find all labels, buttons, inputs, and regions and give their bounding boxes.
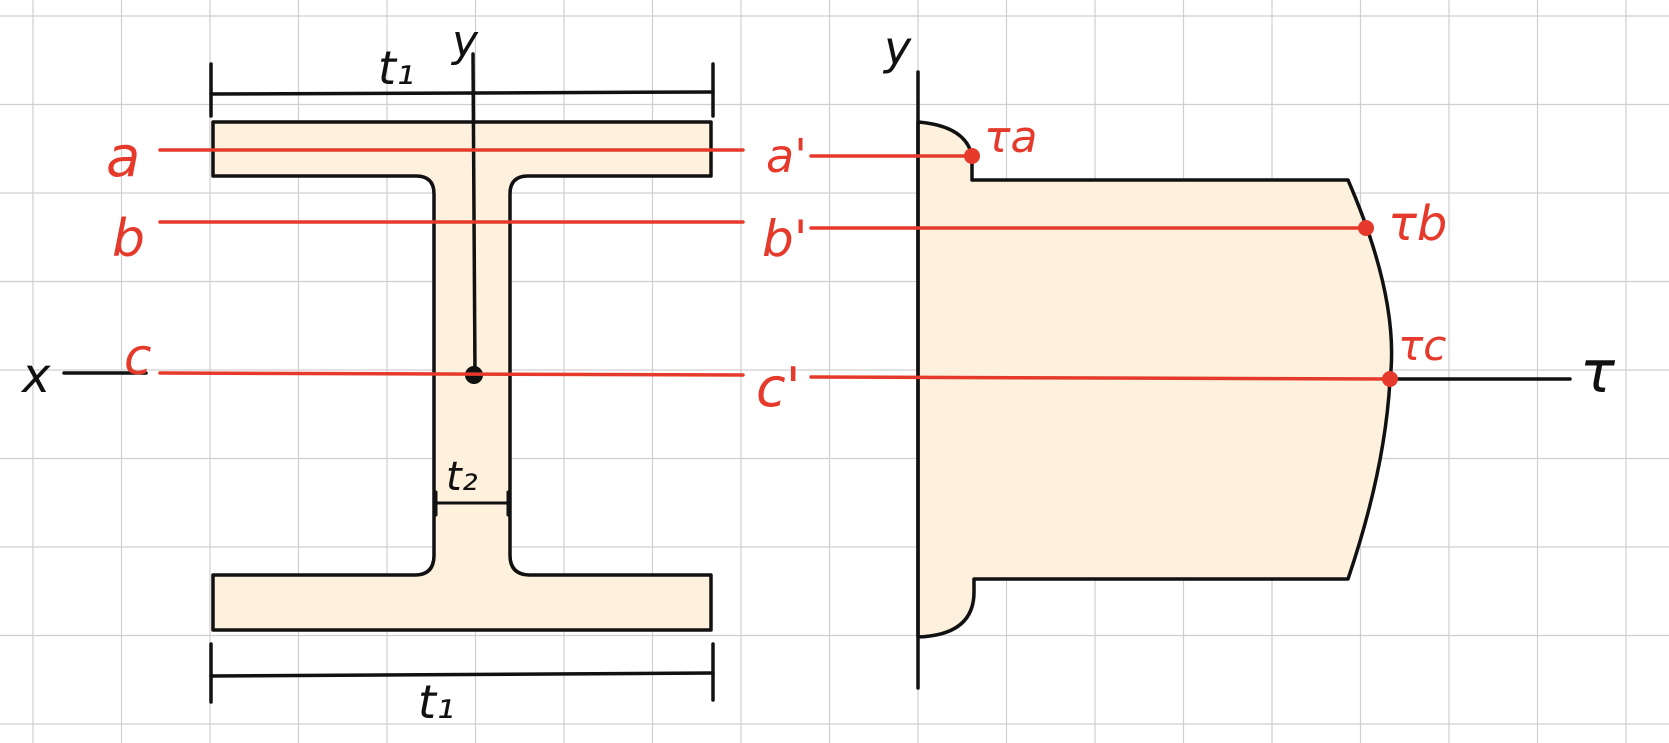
label-t2: t₂ (446, 454, 478, 500)
stress-point-c (1382, 371, 1398, 387)
label-cut-a-prime: a' (766, 129, 807, 183)
i-beam-outline (211, 120, 713, 632)
top-dimension-line (209, 90, 715, 96)
label-tau-axis: τ (1580, 338, 1616, 406)
label-section-x: x (20, 348, 51, 404)
label-tau-b: τb (1388, 196, 1447, 252)
section-y-axis (471, 52, 477, 377)
label-section-y: y (450, 16, 479, 67)
cut-line-c (158, 371, 745, 377)
label-cut-a: a (106, 125, 140, 190)
label-tau-a: τa (984, 112, 1037, 163)
bottom-dimension-line (209, 671, 715, 678)
label-t1-top: t₁ (378, 41, 414, 95)
label-stress-y: y (882, 21, 912, 75)
stress-distribution: y τ τa τb τc (809, 21, 1616, 690)
label-tau-c: τc (1398, 321, 1446, 370)
label-cut-c: c (124, 328, 152, 386)
stress-point-a (964, 148, 980, 164)
label-t1-bottom: t₁ (418, 675, 454, 729)
label-cut-b-prime: b' (762, 210, 807, 268)
stress-line-c (809, 375, 1392, 381)
i-beam-section: t₁ t₁ t₂ y x a b c a' b' c' (20, 16, 807, 729)
stress-point-b (1358, 220, 1374, 236)
label-cut-b: b (112, 209, 145, 269)
label-cut-c-prime: c' (756, 356, 801, 419)
